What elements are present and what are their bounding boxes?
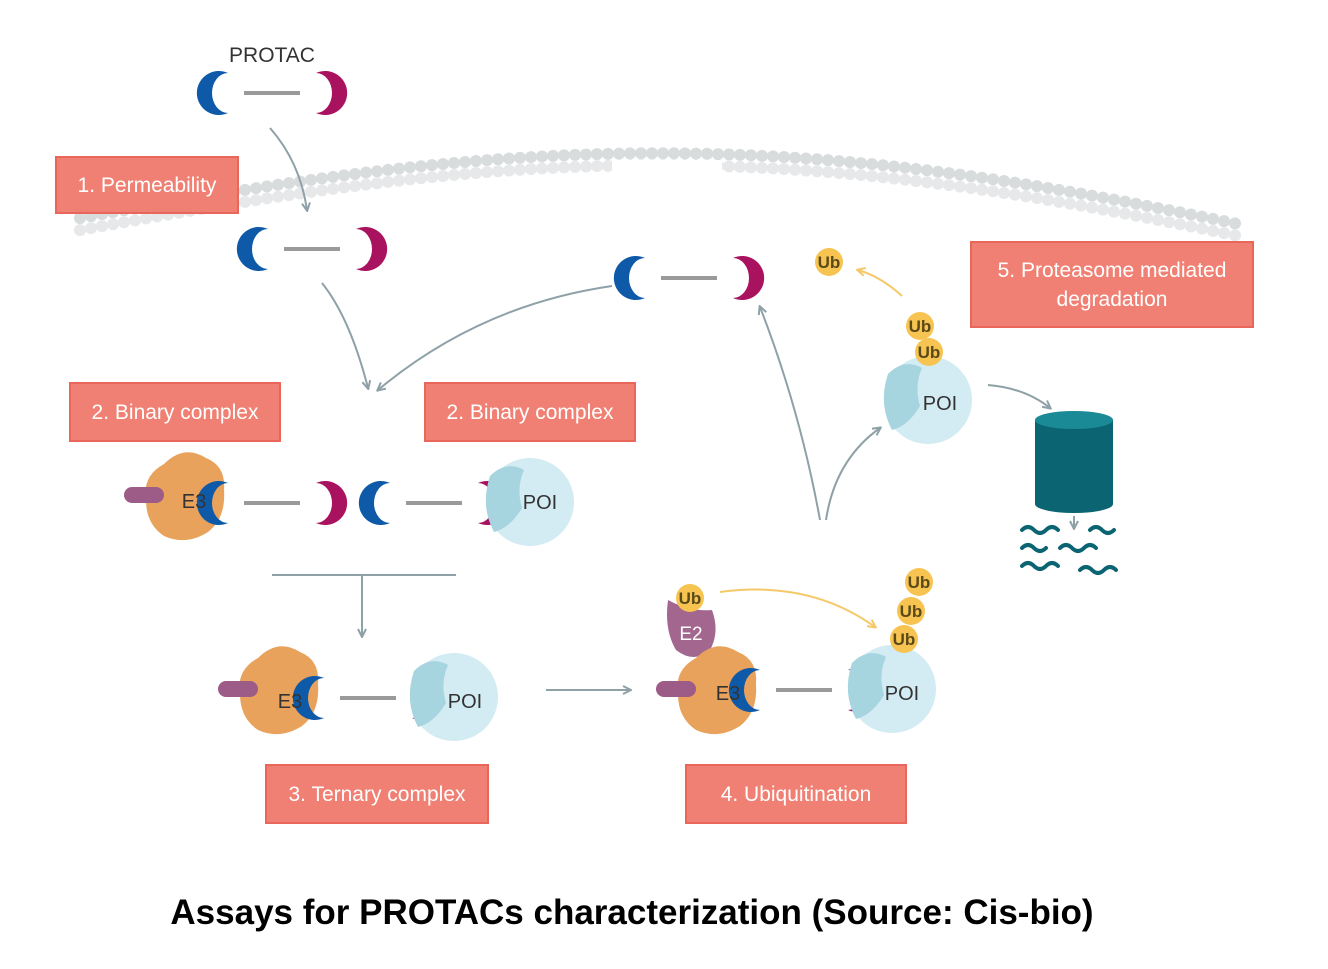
- poi-label: POI: [448, 691, 482, 713]
- arrow-to-proteasome: [987, 384, 1050, 408]
- e3-label: E3: [278, 691, 302, 713]
- step-ternary-complex: 3. Ternary complex: [265, 764, 489, 824]
- step-permeability: 1. Permeability: [55, 156, 239, 214]
- ubiquitination-complex: E2 E3 POI: [656, 600, 936, 735]
- poi-label: POI: [923, 393, 957, 415]
- ubiquitin: [897, 597, 925, 625]
- e2-enzyme: [667, 600, 716, 657]
- step-binary-complex-right: 2. Binary complex: [424, 382, 636, 442]
- arrow-recycle-to-binary: [378, 285, 613, 390]
- ternary-complex: E3 POI: [218, 646, 498, 741]
- e3-label: E3: [182, 491, 206, 513]
- ubiquitin: [676, 584, 704, 612]
- ubiquitin: [815, 248, 843, 276]
- ub-label: Ub: [918, 343, 941, 362]
- step-binary-complex-left: 2. Binary complex: [69, 382, 281, 442]
- arrow-to-ub-poi: [825, 428, 880, 521]
- protac-label: PROTAC: [229, 44, 315, 67]
- ub-label: Ub: [679, 589, 702, 608]
- poi-label: POI: [523, 492, 557, 514]
- proteasome: [1035, 411, 1113, 528]
- binary-complex-poi: POI: [356, 458, 574, 546]
- step-proteasome-degradation: 5. Proteasome mediated degradation: [970, 241, 1254, 328]
- binary-complex-e3: E3: [124, 452, 350, 541]
- protac-molecule-inside: [234, 225, 390, 273]
- e2-label: E2: [679, 624, 702, 645]
- ubiquitin: [915, 338, 943, 366]
- ub-label: Ub: [909, 317, 932, 336]
- ubiquitin: [905, 568, 933, 596]
- arrow-ub-transfer: [719, 588, 875, 627]
- peptide-fragments: [1020, 525, 1118, 575]
- arrow-protac-release: [760, 307, 821, 521]
- arrow-to-binary: [321, 282, 368, 388]
- ubiquitinated-poi: POI: [883, 356, 972, 444]
- arrow-permeation: [269, 127, 307, 210]
- ub-label: Ub: [900, 602, 923, 621]
- protac-molecule-recycled: [611, 254, 767, 302]
- ub-label: Ub: [893, 630, 916, 649]
- ubiquitin: [890, 625, 918, 653]
- figure-caption: Assays for PROTACs characterization (Sou…: [170, 893, 1094, 932]
- protac-molecule-outside: [194, 69, 350, 118]
- e3-label: E3: [716, 683, 740, 705]
- ub-label: Ub: [818, 253, 841, 272]
- poi-label: POI: [885, 683, 919, 705]
- cell-membrane: [74, 147, 1241, 242]
- arrow-ub-release: [858, 270, 903, 297]
- step-ubiquitination: 4. Ubiquitination: [685, 764, 907, 824]
- ub-label: Ub: [908, 573, 931, 592]
- ubiquitin: [906, 312, 934, 340]
